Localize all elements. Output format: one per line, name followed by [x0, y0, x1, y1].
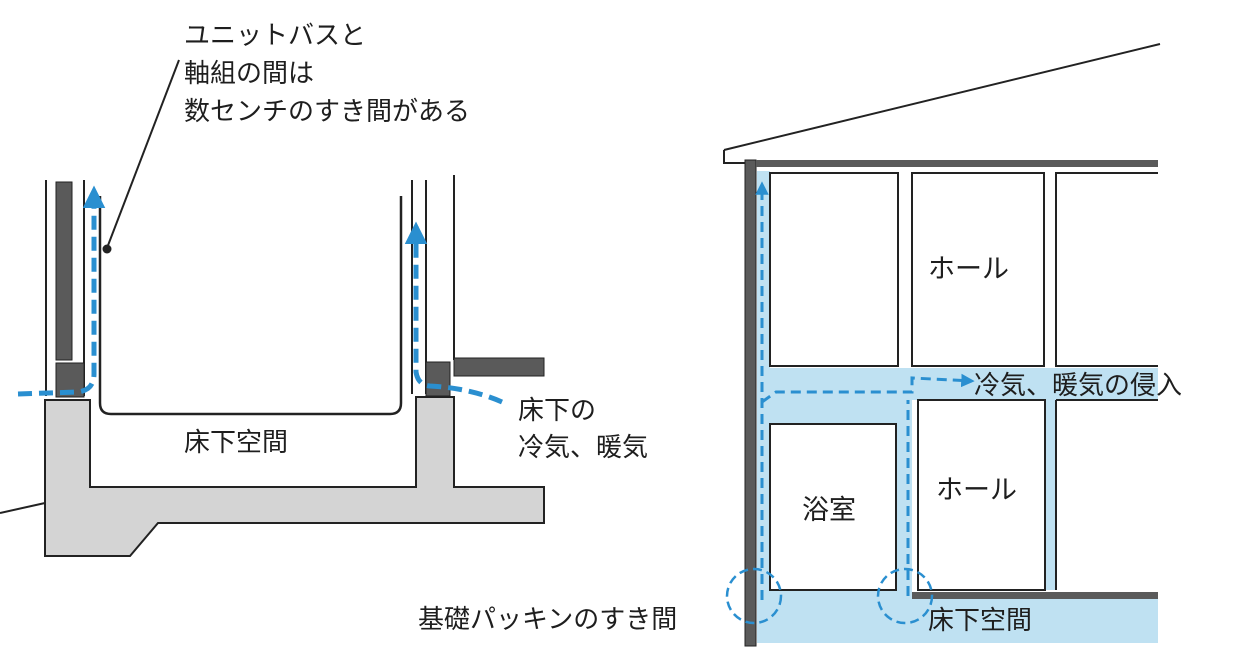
roof: [723, 43, 1161, 164]
bathroom-label: 浴室: [802, 495, 856, 526]
room-hall-upper: [911, 172, 1045, 367]
callout-dot: [102, 244, 112, 254]
ceiling-beam: [756, 160, 1158, 167]
right-airflow-arrow: [404, 221, 504, 405]
left-ground-line: [0, 502, 46, 514]
room-hall-lower: [917, 399, 1046, 591]
right-underfloor-label: 床下空間: [928, 606, 1033, 636]
callout-line-1: ユニットバスと: [184, 21, 367, 51]
left-wall: [45, 180, 85, 398]
left-underfloor-label: 床下空間: [184, 428, 289, 458]
left-foundation: [44, 396, 545, 557]
callout-line-3: 数センチのすき間がある: [184, 97, 471, 127]
floor-airflow-arrow: [761, 373, 975, 404]
callout-leader: [106, 59, 180, 249]
floor-sill: [912, 592, 1158, 599]
hall-lower-label: ホール: [936, 475, 1017, 506]
room-bathroom: [769, 423, 897, 591]
room-upper-left: [769, 172, 899, 367]
callout-line-2: 軸組の間は: [184, 59, 315, 89]
exterior-wall: [744, 159, 757, 647]
unit-bath: [98, 196, 403, 416]
right-section: [723, 43, 1161, 647]
hall-upper-label: ホール: [928, 254, 1009, 285]
gap-circle-exterior: [725, 567, 783, 625]
intrusion-label: 冷気、暖気の侵入: [974, 371, 1183, 401]
foundation-gap-label: 基礎パッキンのすき間: [418, 605, 678, 635]
room-upper-right: [1055, 172, 1158, 367]
underfloor-air-label-1: 床下の: [518, 396, 597, 426]
right-wall: [411, 175, 545, 397]
underfloor-air-label-2: 冷気、暖気: [518, 433, 649, 463]
left-airflow-arrow: [17, 185, 106, 397]
left-section: [0, 59, 545, 557]
gap-circle-partition: [876, 567, 934, 625]
